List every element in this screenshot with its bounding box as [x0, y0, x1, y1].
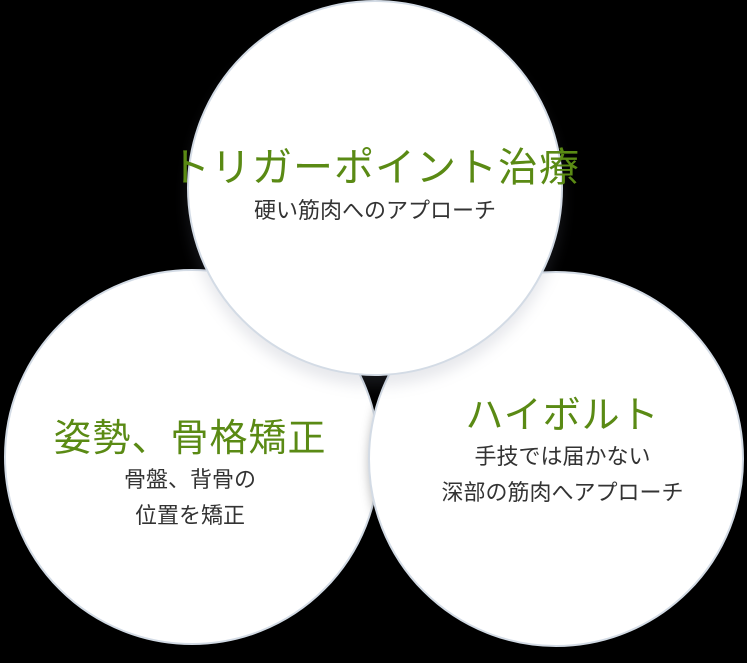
posture-correction-title: 姿勢、骨格矯正 — [53, 416, 327, 460]
posture-correction-description-line-2: 位置を矯正 — [134, 504, 245, 529]
trigger-point-title: トリガーポイント治療 — [170, 145, 580, 191]
posture-correction-description-line-1: 骨盤、背骨の — [123, 468, 256, 493]
high-volt-description-line-2: 深部の筋肉へアプローチ — [441, 481, 684, 506]
high-volt-label: ハイボルト 手技では届かない 深部の筋肉へアプローチ — [375, 390, 747, 512]
high-volt-description-line-1: 手技では届かない — [474, 445, 651, 470]
posture-correction-label: 姿勢、骨格矯正 骨盤、背骨の 位置を矯正 — [20, 413, 360, 535]
high-volt-title: ハイボルト — [465, 393, 660, 437]
trigger-point-description: 硬い筋肉へのアプローチ — [253, 199, 496, 224]
circle-trigger-point-therapy — [187, 0, 563, 376]
trigger-point-label: トリガーポイント治療 硬い筋肉へのアプローチ — [150, 142, 600, 230]
